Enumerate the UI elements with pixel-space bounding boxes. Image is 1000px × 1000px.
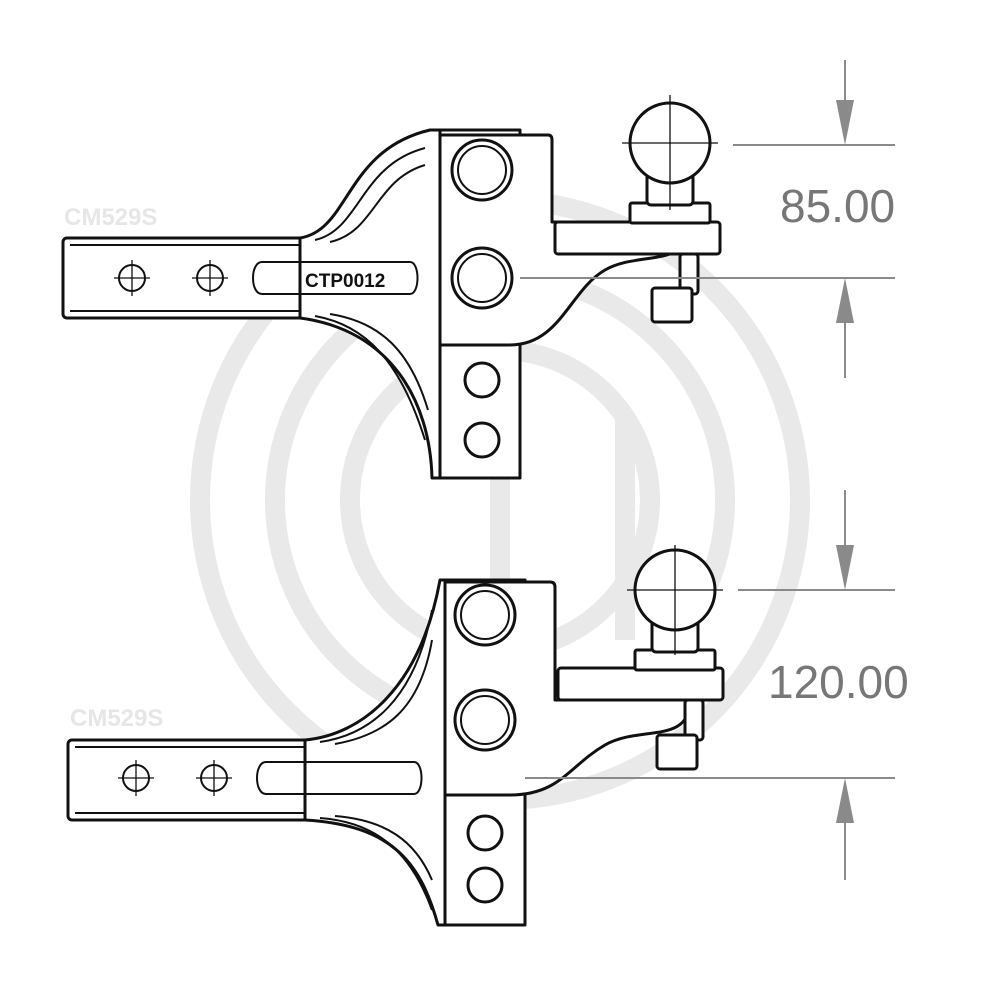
dimension-value-bottom: 120.00 [768, 656, 909, 708]
shank-hole-icon [118, 760, 154, 796]
dimension-value-top: 85.00 [780, 180, 895, 232]
shank-hole-icon [196, 760, 232, 796]
shank-hole-icon [192, 260, 228, 296]
tow-ball-icon [622, 95, 718, 210]
bolt-icon [450, 246, 514, 310]
bolt-icon [453, 688, 517, 752]
hitch-drawing-bottom [66, 545, 725, 927]
bolt-icon [450, 138, 514, 202]
bolt-icon [453, 583, 517, 647]
dimension-bottom: 120.00 [525, 490, 909, 880]
watermark-label-bottom: CM529S [70, 705, 163, 732]
hitch-drawing-top: CTP0012 [61, 95, 722, 480]
tow-ball-icon [627, 545, 723, 655]
watermark-label-top: CM529S [64, 204, 157, 231]
dimension-top: 85.00 [520, 60, 895, 378]
shank-hole-icon [114, 260, 150, 296]
part-number-label: CTP0012 [305, 271, 385, 292]
